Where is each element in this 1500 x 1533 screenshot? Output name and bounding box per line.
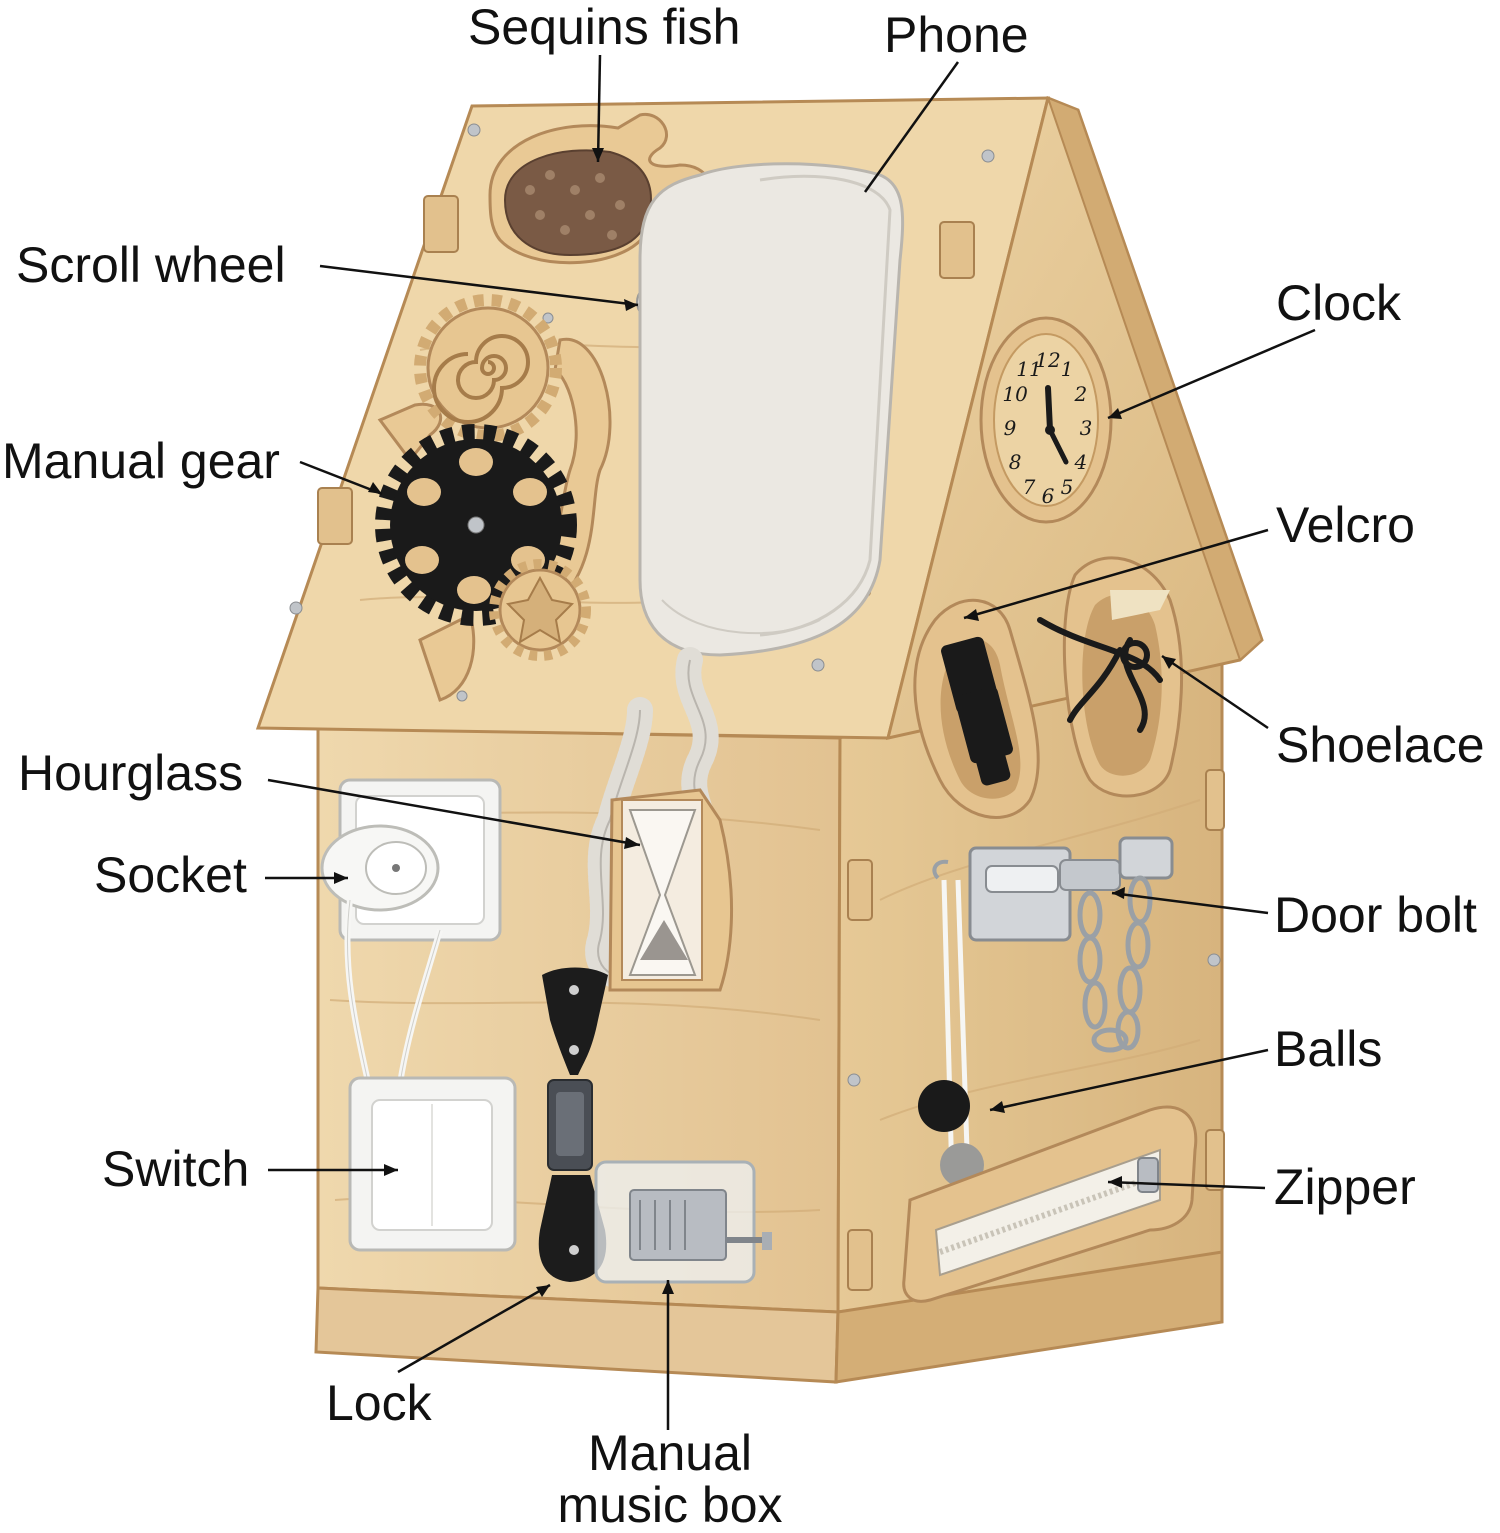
leader-lines bbox=[265, 54, 1316, 1430]
clock-numeral: 5 bbox=[1061, 475, 1074, 499]
clock-numeral: 7 bbox=[1023, 475, 1036, 499]
leader-sequins-fish bbox=[596, 54, 602, 163]
leader-phone bbox=[863, 61, 960, 193]
manual-music-box[interactable] bbox=[594, 1160, 772, 1284]
clock-numeral: 9 bbox=[1004, 416, 1017, 440]
screws bbox=[289, 123, 1221, 1087]
clock-numeral: 10 bbox=[1002, 382, 1028, 406]
label-scroll-wheel: Scroll wheel bbox=[16, 237, 286, 293]
leader-arrowheads bbox=[334, 148, 1176, 1297]
clock-numeral: 6 bbox=[1042, 484, 1055, 508]
door-bolt[interactable] bbox=[968, 836, 1174, 1053]
label-manual-gear: Manual gear bbox=[2, 433, 280, 489]
clock-numeral: 3 bbox=[1080, 416, 1093, 440]
zipper[interactable] bbox=[902, 1105, 1198, 1303]
hourglass[interactable] bbox=[608, 788, 734, 992]
clock-numeral: 8 bbox=[1009, 450, 1022, 474]
label-hourglass: Hourglass bbox=[18, 745, 244, 801]
manual-gear-panel[interactable] bbox=[375, 294, 612, 702]
velcro-shoe[interactable] bbox=[913, 598, 1040, 819]
label-velcro: Velcro bbox=[1276, 497, 1415, 553]
label-clock: Clock bbox=[1276, 275, 1402, 331]
house-roof-edge bbox=[1046, 96, 1264, 662]
label-balls: Balls bbox=[1274, 1021, 1383, 1077]
clock-numeral: 2 bbox=[1074, 382, 1088, 406]
label-sequins-fish: Sequins fish bbox=[468, 0, 741, 55]
label-switch: Switch bbox=[102, 1141, 250, 1197]
leader-shoelace bbox=[1161, 654, 1269, 730]
clock-numeral: 1 bbox=[1061, 357, 1074, 381]
leader-clock bbox=[1107, 328, 1316, 420]
leader-hourglass bbox=[267, 778, 641, 847]
leader-balls bbox=[989, 1048, 1269, 1112]
clock-numeral: 4 bbox=[1074, 450, 1088, 474]
label-zipper: Zipper bbox=[1274, 1159, 1416, 1215]
house-base-side bbox=[834, 1250, 1224, 1384]
clock-numeral: 12 bbox=[1035, 348, 1060, 372]
switch[interactable] bbox=[348, 1076, 517, 1252]
label-shoelace: Shoelace bbox=[1276, 717, 1485, 773]
clock-numeral: 11 bbox=[1016, 357, 1041, 381]
leader-scroll-wheel bbox=[319, 264, 639, 307]
leader-manual-gear bbox=[299, 460, 383, 496]
label-lock: Lock bbox=[326, 1375, 432, 1431]
socket[interactable] bbox=[320, 778, 502, 1171]
leader-door-bolt bbox=[1111, 891, 1269, 915]
leader-velcro bbox=[963, 528, 1269, 620]
label-music-box-line2: music box bbox=[557, 1477, 783, 1533]
label-socket: Socket bbox=[94, 847, 247, 903]
label-music-box-line1: Manual bbox=[588, 1425, 752, 1481]
leader-zipper bbox=[1107, 1180, 1266, 1190]
shoelace-shoe[interactable] bbox=[1037, 556, 1184, 798]
label-phone: Phone bbox=[884, 7, 1029, 63]
lock[interactable] bbox=[538, 967, 608, 1283]
leader-lock bbox=[397, 1283, 551, 1374]
label-door-bolt: Door bolt bbox=[1274, 887, 1477, 943]
